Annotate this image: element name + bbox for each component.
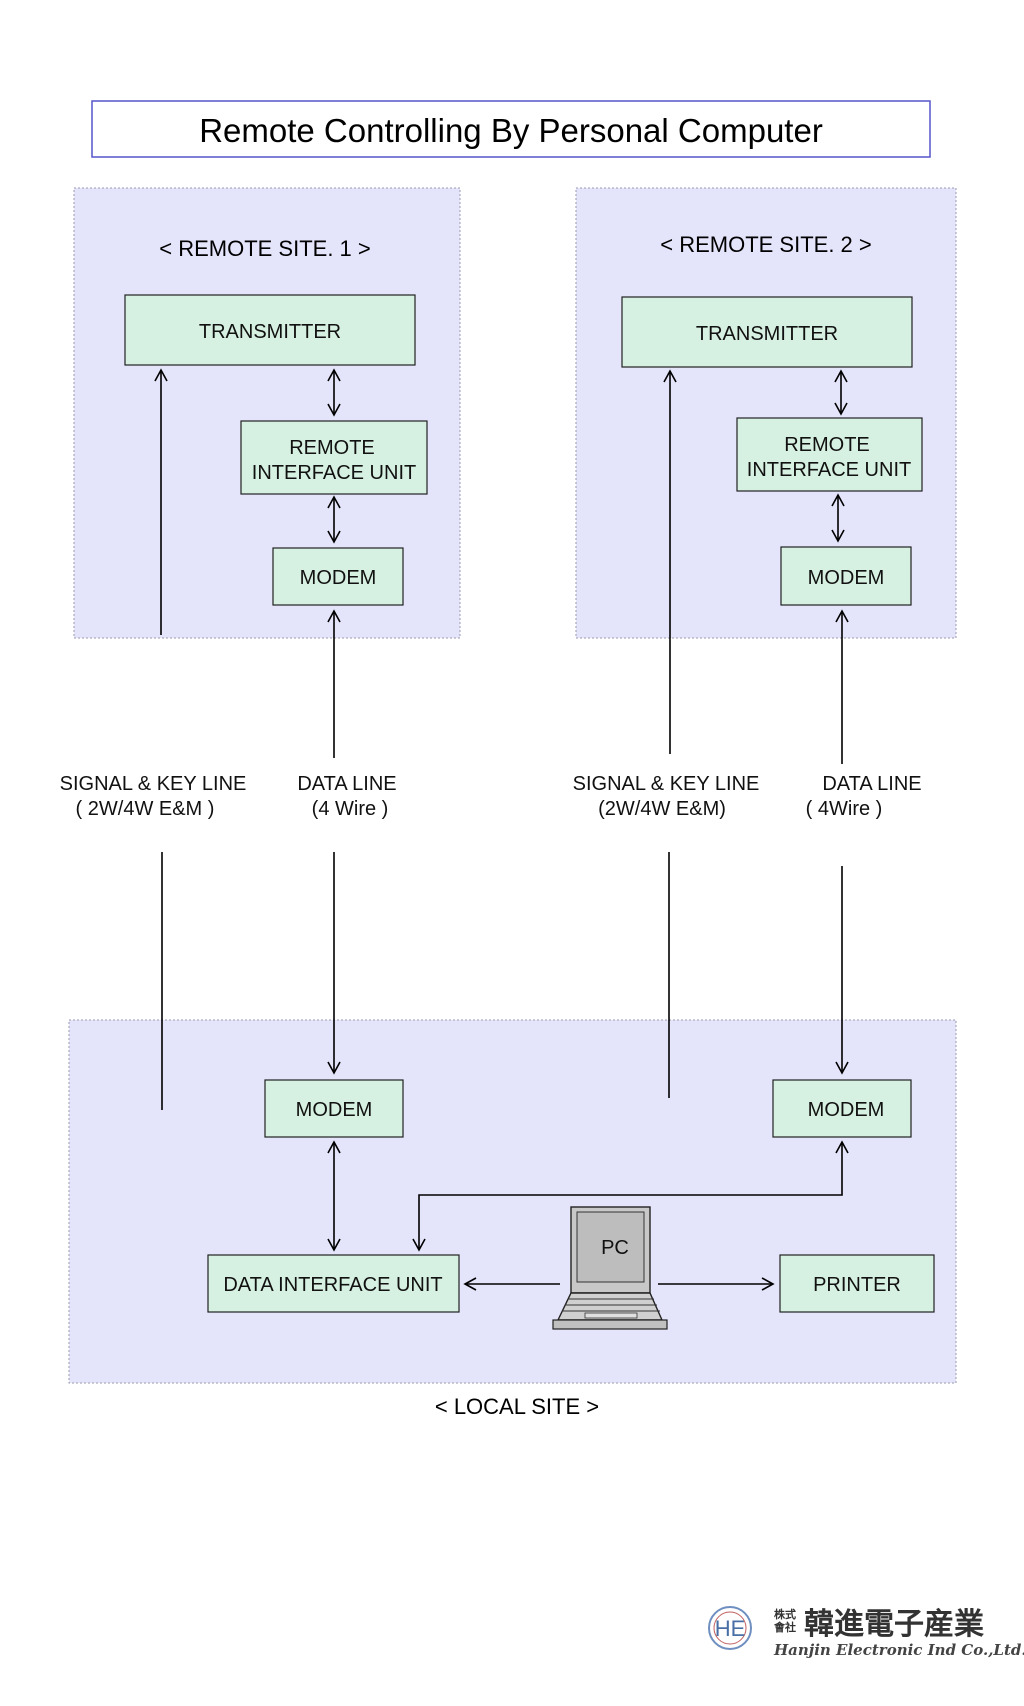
- diu-right-modem-link: [412, 1140, 849, 1252]
- remote-site-1-riu-label-line2: INTERFACE UNIT: [252, 462, 416, 484]
- laptop-icon: [552, 1206, 668, 1330]
- remote-site-2-label: < REMOTE SITE. 2 >: [660, 232, 872, 257]
- logo-small-bottom: 會社: [774, 1620, 796, 1634]
- printer-box: [779, 1254, 935, 1313]
- site2-data-line-label-1: DATA LINE: [822, 773, 921, 795]
- data-interface-unit-label: DATA INTERFACE UNIT: [223, 1274, 442, 1296]
- remote-site-2-riu-label-line2: INTERFACE UNIT: [747, 459, 911, 481]
- remote-site-1-modem-box: [272, 547, 404, 606]
- remote-site-2-riu-label-line1: REMOTE: [784, 434, 870, 456]
- local-site-panel: [68, 1019, 957, 1384]
- remote-site-1-riu-box: [240, 420, 428, 495]
- remote-site-1-transmitter-box: [124, 294, 416, 366]
- logo-company-cn: 韓進電子産業: [804, 1607, 984, 1642]
- printer-label: PRINTER: [813, 1274, 901, 1296]
- title-frame: [91, 100, 931, 158]
- pc-label: PC: [601, 1237, 629, 1259]
- diagram-title: Remote Controlling By Personal Computer: [199, 112, 823, 149]
- site2-signal-line-label-2: (2W/4W E&M): [598, 798, 726, 820]
- remote-site-2-transmitter-label: TRANSMITTER: [696, 323, 838, 345]
- remote-site-2-modem-label: MODEM: [808, 567, 885, 589]
- remote-site-2-transmitter-box: [621, 296, 913, 368]
- local-modem-right-box: [772, 1079, 912, 1138]
- site1-data-line-label-2: (4 Wire ): [312, 798, 389, 820]
- remote-site-1-riu-label-line1: REMOTE: [289, 437, 375, 459]
- data-interface-unit-box: [207, 1254, 460, 1313]
- site1-signal-line-label-2: ( 2W/4W E&M ): [76, 798, 215, 820]
- local-modem-left-box: [264, 1079, 404, 1138]
- logo-small-top: 株式: [774, 1607, 796, 1621]
- local-modem-left-label: MODEM: [296, 1099, 373, 1121]
- remote-site-2-modem-box: [780, 546, 912, 606]
- logo-mark-text: HE: [715, 1616, 746, 1641]
- company-logo: HE 株式 會社 韓進電子産業 Hanjin Electronic Ind Co…: [708, 1606, 1024, 1659]
- remote-site-2-riu-box: [736, 417, 923, 492]
- site1-data-line-label-1: DATA LINE: [297, 773, 396, 795]
- remote-site-1-label: < REMOTE SITE. 1 >: [159, 236, 371, 261]
- remote-site-1-transmitter-label: TRANSMITTER: [199, 321, 341, 343]
- site1-signal-line-label-1: SIGNAL & KEY LINE: [60, 773, 247, 795]
- remote-site-1-modem-label: MODEM: [300, 567, 377, 589]
- site2-signal-line-label-1: SIGNAL & KEY LINE: [573, 773, 760, 795]
- site2-data-line-label-2: ( 4Wire ): [806, 798, 883, 820]
- local-modem-right-label: MODEM: [808, 1099, 885, 1121]
- local-site-label: < LOCAL SITE >: [435, 1394, 599, 1419]
- logo-company-en: Hanjin Electronic Ind Co.,Ltd.: [773, 1641, 1024, 1659]
